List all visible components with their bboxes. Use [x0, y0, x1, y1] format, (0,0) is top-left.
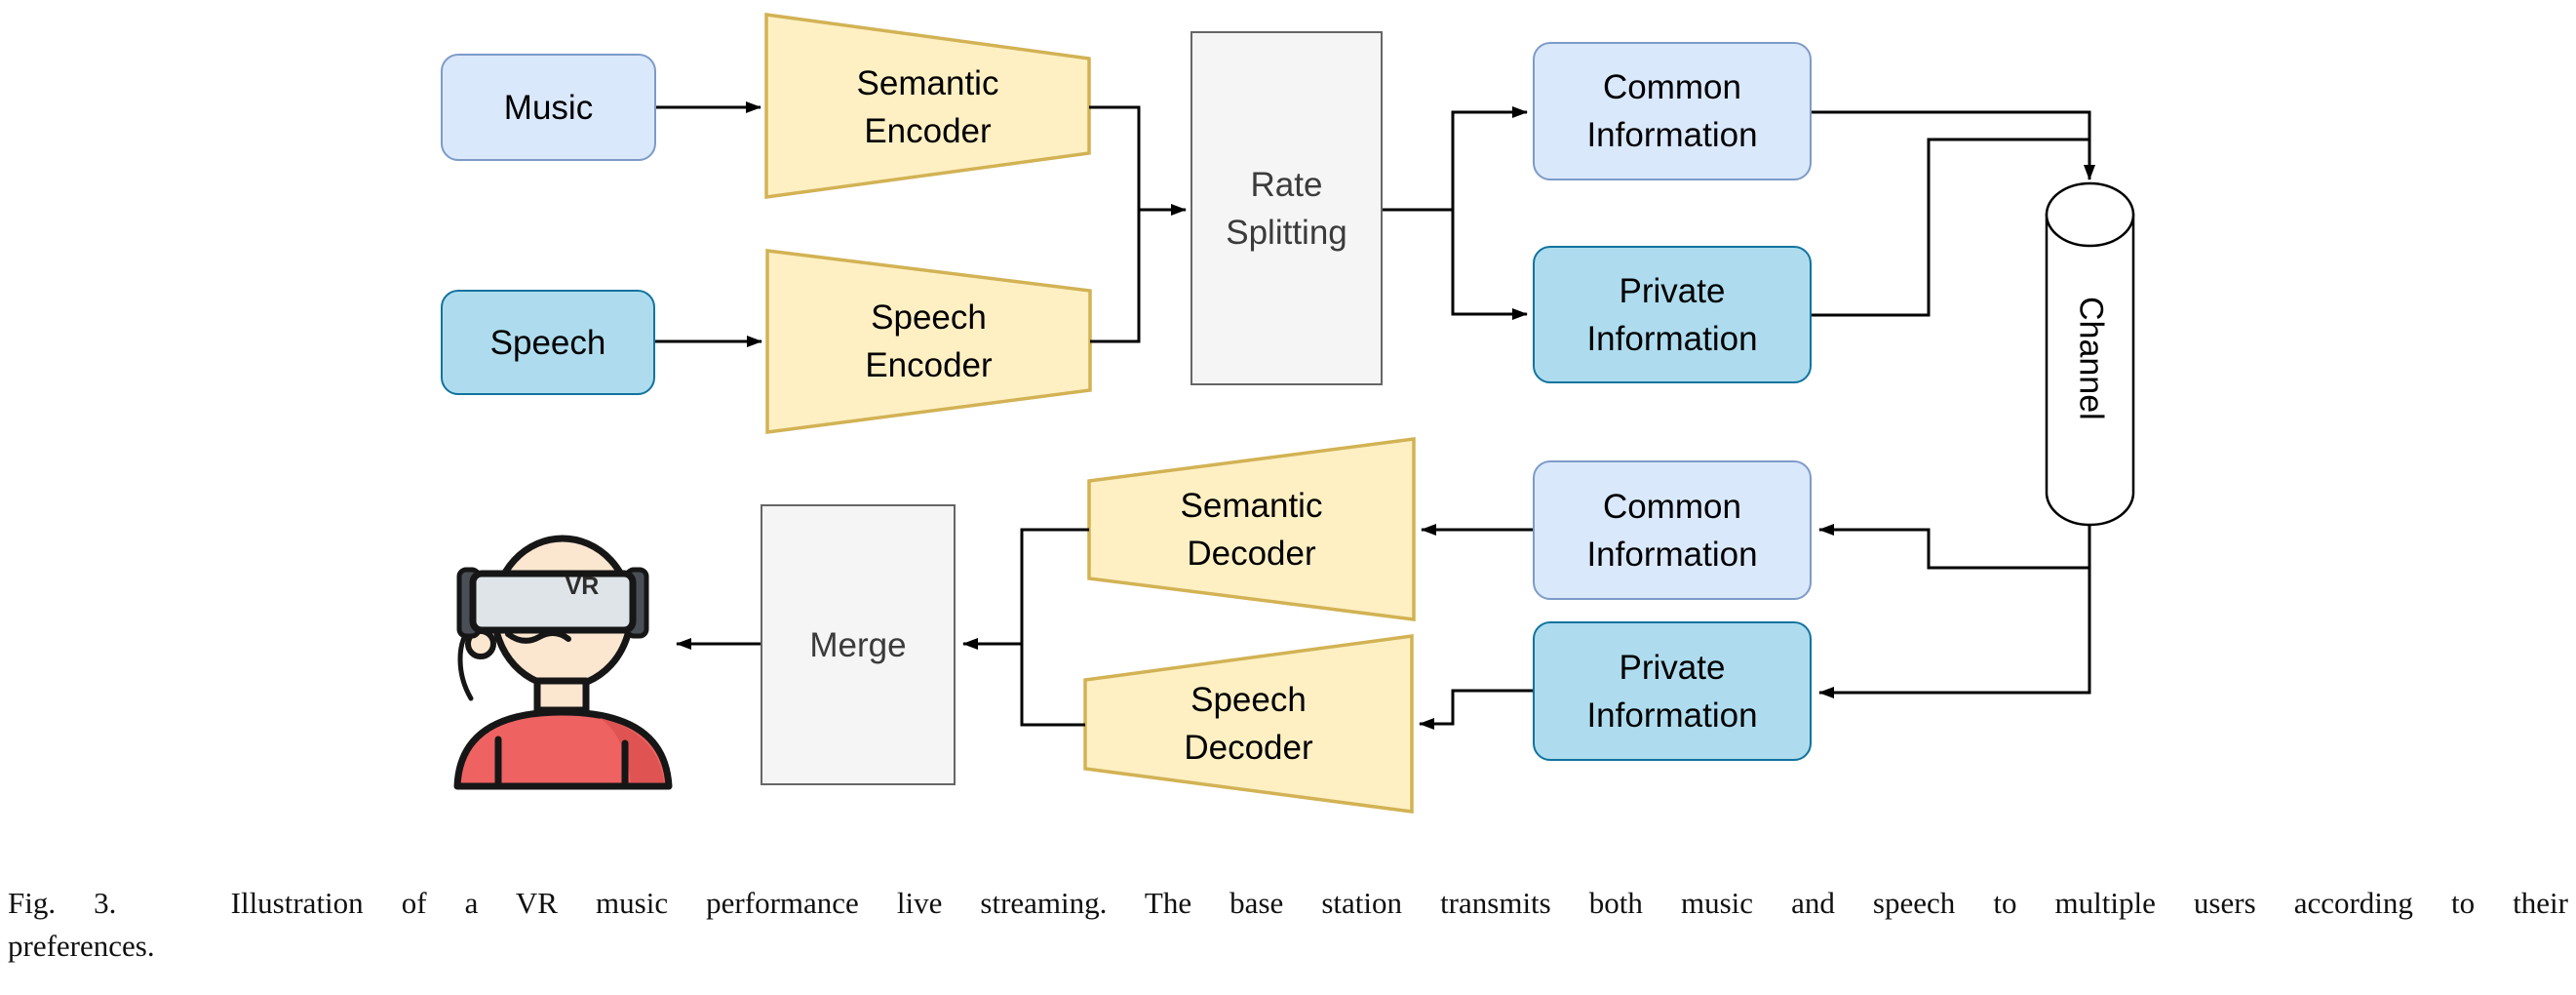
nose-notch — [505, 630, 571, 644]
shirt-shade — [600, 718, 664, 782]
edge-common-top-to-channel — [1812, 110, 2095, 180]
node-speech: Speech — [441, 290, 655, 395]
node-private-information-bottom: Private Information — [1533, 621, 1812, 761]
edge-private-bottom-to-speech-decoder — [1419, 689, 1533, 730]
headset-body — [469, 570, 637, 634]
semantic-decoder-shape — [1087, 437, 1416, 621]
node-common-information-top: Common Information — [1533, 42, 1812, 180]
edge-to-private-top — [1451, 210, 1528, 320]
caption-line-2: preferences. — [8, 929, 155, 963]
neck — [533, 677, 590, 714]
caption-line-1: Fig. 3. Illustration of a VR music perfo… — [8, 886, 2568, 920]
edge-decoders-join — [1020, 528, 1089, 727]
channel-cylinder — [2045, 181, 2135, 527]
edge-private-top-to-channel — [1812, 138, 2089, 317]
vr-user-icon — [453, 535, 673, 790]
node-rate-splitting: Rate Splitting — [1190, 31, 1383, 385]
speech-decoder-shape — [1083, 633, 1414, 814]
speech-encoder-shape — [765, 249, 1092, 434]
channel-label: Channel — [2072, 297, 2110, 420]
edge-to-common-top — [1451, 106, 1528, 210]
edge-channel-to-private-bottom — [1818, 525, 2091, 698]
node-music: Music — [441, 54, 656, 161]
node-merge: Merge — [761, 504, 956, 785]
edges — [655, 101, 2095, 730]
edge-encoders-join — [1089, 105, 1141, 343]
node-common-information-bottom: Common Information — [1533, 460, 1812, 600]
vr-headset-label: VR — [565, 572, 600, 600]
node-private-information-top: Private Information — [1533, 246, 1812, 383]
edge-channel-to-common-bottom — [1818, 524, 2089, 570]
semantic-encoder-shape — [764, 12, 1091, 200]
